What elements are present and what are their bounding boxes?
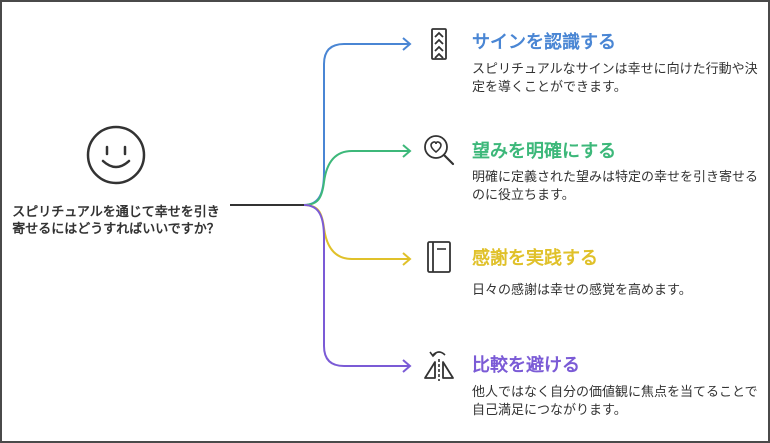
chevrons-up-icon	[431, 28, 447, 60]
branch-title-practice-gratitude: 感謝を実践する	[472, 248, 598, 269]
branch-desc-recognize-signs: スピリチュアルなサインは幸せに向けた行動や決定を導くことができます。	[472, 62, 758, 95]
branch-title-avoid-comparison: 比較を避ける	[472, 355, 580, 376]
smiley-face-icon	[86, 125, 146, 185]
arrow-blue	[402, 37, 412, 51]
branch-title-recognize-signs: サインを認識する	[472, 32, 616, 53]
arrow-yellow	[402, 252, 412, 266]
connector-blue	[303, 43, 409, 206]
heart-magnifier-icon	[424, 135, 455, 166]
notebook-icon	[427, 241, 451, 273]
mirror-flip-icon	[424, 351, 454, 381]
arrow-green	[402, 144, 412, 158]
connector-green	[303, 150, 409, 206]
branch-desc-avoid-comparison: 他人ではなく自分の価値観に焦点を当てることで自己満足につながります。	[472, 385, 758, 418]
branch-desc-practice-gratitude: 日々の感謝は幸せの感覚を高めます。	[472, 283, 692, 298]
branch-title-clarify-desires: 望みを明確にする	[472, 141, 617, 162]
connector-purple	[303, 204, 409, 367]
branch-desc-clarify-desires: 明確に定義された望みは特定の幸せを引き寄せるのに役立ちます。	[472, 170, 759, 203]
central-question: スピリチュアルを通じて幸せを引き寄せるにはどうすればいいですか？	[12, 205, 220, 237]
arrow-purple	[402, 359, 412, 373]
